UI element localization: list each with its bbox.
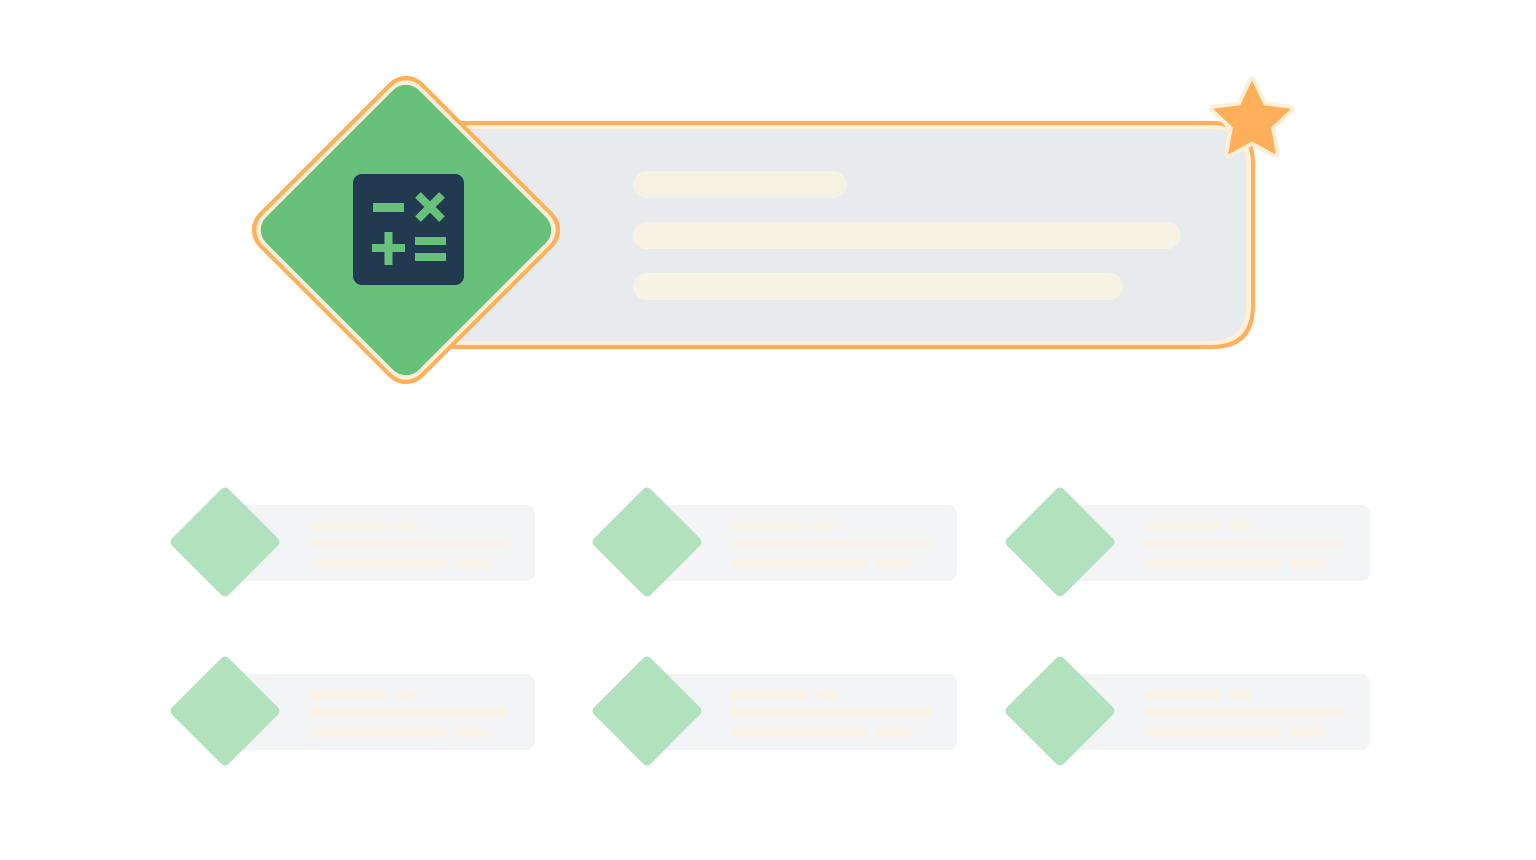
- card[interactable]: [168, 485, 535, 598]
- star-icon: [1209, 76, 1295, 159]
- featured-card[interactable]: [242, 66, 1295, 394]
- card-line-placeholder: [309, 559, 447, 568]
- featured-card-line-placeholder: [633, 273, 1123, 300]
- card-line-placeholder: [731, 708, 932, 717]
- card-line-placeholder: [1144, 559, 1282, 568]
- card-title-placeholder: [1144, 690, 1222, 699]
- card-line-placeholder: [731, 728, 869, 737]
- card-title-placeholder: [1144, 521, 1222, 530]
- card-tag-placeholder: [816, 521, 838, 530]
- card-line-placeholder: [1144, 539, 1345, 548]
- card-line-placeholder: [309, 708, 510, 717]
- diamond-icon: [592, 656, 702, 766]
- card[interactable]: [590, 654, 957, 767]
- calculator-icon: [353, 174, 464, 285]
- card[interactable]: [1003, 485, 1370, 598]
- diamond-icon: [592, 487, 702, 597]
- card-line-placeholder: [309, 539, 510, 548]
- card-grid: [168, 485, 1370, 767]
- card-tag-placeholder: [876, 728, 913, 737]
- card-line-placeholder: [1144, 728, 1282, 737]
- diamond-icon: [1005, 487, 1115, 597]
- card-line-placeholder: [731, 559, 869, 568]
- card[interactable]: [590, 485, 957, 598]
- card-tag-placeholder: [1289, 728, 1326, 737]
- card-title-placeholder: [309, 690, 387, 699]
- card-title-placeholder: [731, 521, 809, 530]
- featured-card-title-placeholder: [633, 171, 847, 198]
- card-tag-placeholder: [1289, 559, 1326, 568]
- card-tag-placeholder: [1229, 690, 1251, 699]
- card-tag-placeholder: [394, 521, 416, 530]
- card[interactable]: [1003, 654, 1370, 767]
- card-line-placeholder: [309, 728, 447, 737]
- card-tag-placeholder: [816, 690, 838, 699]
- featured-card-line-placeholder: [633, 222, 1181, 249]
- card-line-placeholder: [1144, 708, 1345, 717]
- diamond-icon: [170, 656, 280, 766]
- card-title-placeholder: [731, 690, 809, 699]
- card-tag-placeholder: [454, 728, 491, 737]
- diamond-icon: [1005, 656, 1115, 766]
- card-line-placeholder: [731, 539, 932, 548]
- card-tag-placeholder: [394, 690, 416, 699]
- card-title-placeholder: [309, 521, 387, 530]
- card-tag-placeholder: [1229, 521, 1251, 530]
- diamond-icon: [170, 487, 280, 597]
- card[interactable]: [168, 654, 535, 767]
- card-tag-placeholder: [876, 559, 913, 568]
- card-tag-placeholder: [454, 559, 491, 568]
